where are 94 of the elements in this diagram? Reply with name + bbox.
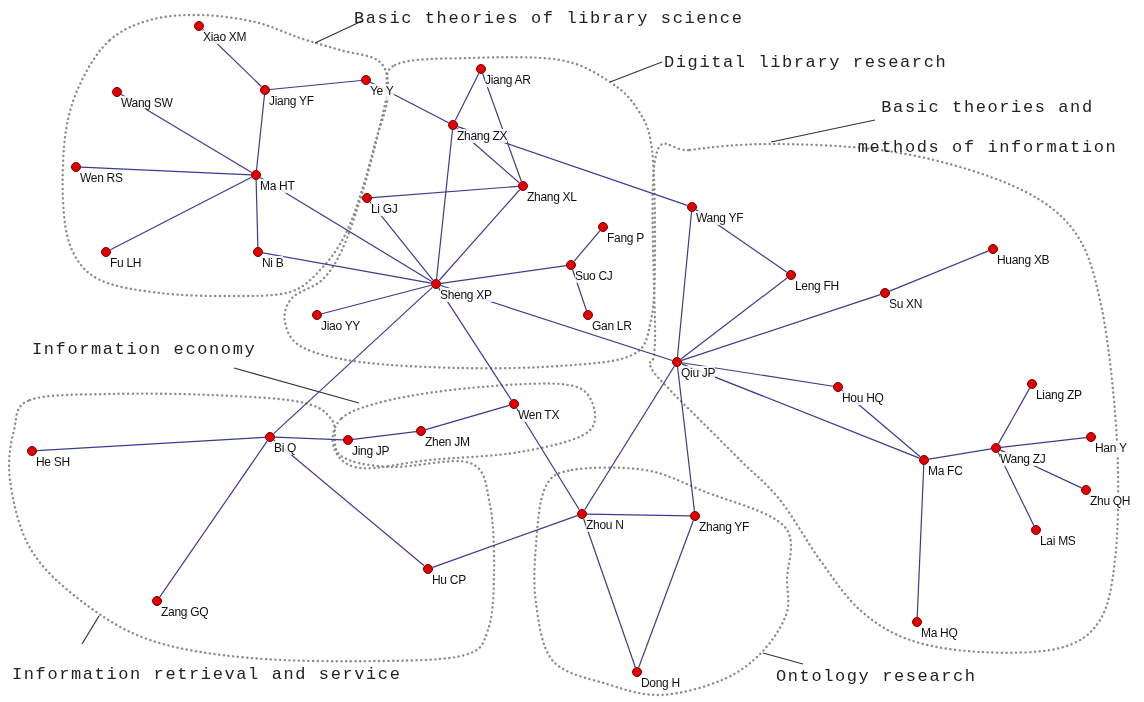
author-name: Ma HQ	[921, 626, 958, 640]
link-line	[371, 185, 519, 199]
author-name: Suo CJ	[575, 269, 613, 283]
leader-line	[609, 61, 663, 83]
link-line	[369, 81, 450, 124]
cluster-label: Information retrieval and service	[12, 662, 432, 688]
cluster-label: Basic theories and methods of information	[855, 88, 1120, 168]
author-name: Su XN	[889, 297, 923, 311]
author-name: Hou HQ	[842, 391, 884, 405]
author-name: Jiao YY	[321, 319, 361, 333]
author-name: Wang ZJ	[1000, 452, 1046, 466]
author-name: Bi Q	[274, 441, 297, 455]
author-name: Ma HT	[260, 179, 295, 193]
leader-line	[762, 652, 804, 665]
link-line	[425, 404, 510, 431]
author-name: Wen RS	[80, 171, 123, 185]
author-name: Zang GQ	[161, 605, 209, 619]
author-name: Jing JP	[352, 444, 390, 458]
cluster-label: Basic theories of library science	[354, 6, 774, 32]
cluster-label: Digital library research	[664, 50, 964, 76]
link-line	[680, 277, 788, 360]
link-line	[273, 439, 425, 567]
author-name: Leng FH	[795, 279, 839, 293]
author-name: Zhang XL	[527, 190, 577, 204]
link-line	[274, 436, 344, 441]
link-line	[80, 166, 252, 176]
link-line	[159, 440, 268, 598]
author-name: Huang XB	[997, 253, 1050, 267]
author-name: Hu CP	[432, 573, 466, 587]
author-name: Jiang YF	[269, 94, 314, 108]
author-name: Ye Y	[370, 84, 394, 98]
link-line	[259, 177, 433, 282]
link-line	[889, 250, 989, 292]
link-line	[997, 387, 1031, 445]
leader-line	[233, 367, 360, 404]
link-line	[109, 176, 253, 251]
leader-line	[81, 615, 100, 645]
author-name: Fang P	[607, 231, 644, 245]
author-name: Dong H	[641, 676, 680, 690]
link-line	[516, 407, 580, 511]
cluster-label: Information economy	[32, 337, 292, 363]
link-line	[273, 286, 433, 435]
cluster-label: Ontology research	[776, 664, 1016, 690]
link-line	[572, 269, 587, 311]
author-name: Zhen JM	[425, 435, 470, 449]
author-name: Jiang AR	[485, 73, 531, 87]
author-name: Lai MS	[1040, 534, 1076, 548]
link-line	[583, 518, 636, 668]
author-name: He SH	[36, 455, 70, 469]
link-line	[255, 179, 259, 248]
link-line	[677, 366, 695, 512]
link-line	[573, 230, 601, 262]
author-name: Zhang ZX	[457, 129, 508, 143]
link-line	[432, 515, 578, 568]
author-name: Ni B	[262, 256, 284, 270]
author-name: Qiu JP	[681, 366, 716, 380]
author-name: Han Y	[1095, 441, 1127, 455]
author-name: Wen TX	[518, 408, 560, 422]
link-line	[681, 293, 881, 362]
author-name: Wang SW	[121, 96, 173, 110]
link-line	[916, 464, 925, 618]
link-line	[352, 431, 417, 440]
author-name: Xiao XM	[203, 30, 247, 44]
link-line	[36, 436, 266, 452]
link-line	[321, 284, 432, 315]
link-line	[255, 94, 266, 171]
author-name: Fu LH	[110, 256, 142, 270]
author-name: Zhou N	[586, 518, 624, 532]
author-name: Wang YF	[696, 211, 744, 225]
author-name: Zhang YF	[699, 520, 750, 534]
link-line	[928, 448, 992, 460]
link-line	[438, 189, 521, 281]
link-line	[681, 362, 834, 387]
link-line	[638, 520, 694, 668]
link-line	[586, 513, 691, 517]
author-name: Ma FC	[928, 464, 963, 478]
link-line	[676, 211, 693, 358]
link-line	[681, 363, 920, 459]
leader-line	[770, 119, 876, 143]
link-line	[1000, 436, 1087, 449]
link-line	[438, 287, 512, 401]
link-line	[482, 73, 522, 182]
link-line	[454, 72, 480, 122]
author-name: Sheng XP	[440, 288, 492, 302]
link-line	[262, 252, 432, 284]
author-name: Li GJ	[371, 202, 398, 216]
link-line	[584, 365, 675, 511]
link-line	[997, 451, 1035, 527]
link-line	[435, 129, 454, 280]
link-line	[440, 265, 567, 284]
link-line	[269, 79, 362, 91]
author-name: Liang ZP	[1036, 388, 1082, 402]
author-name: Zhu QH	[1090, 494, 1131, 508]
author-name: Gan LR	[592, 319, 632, 333]
